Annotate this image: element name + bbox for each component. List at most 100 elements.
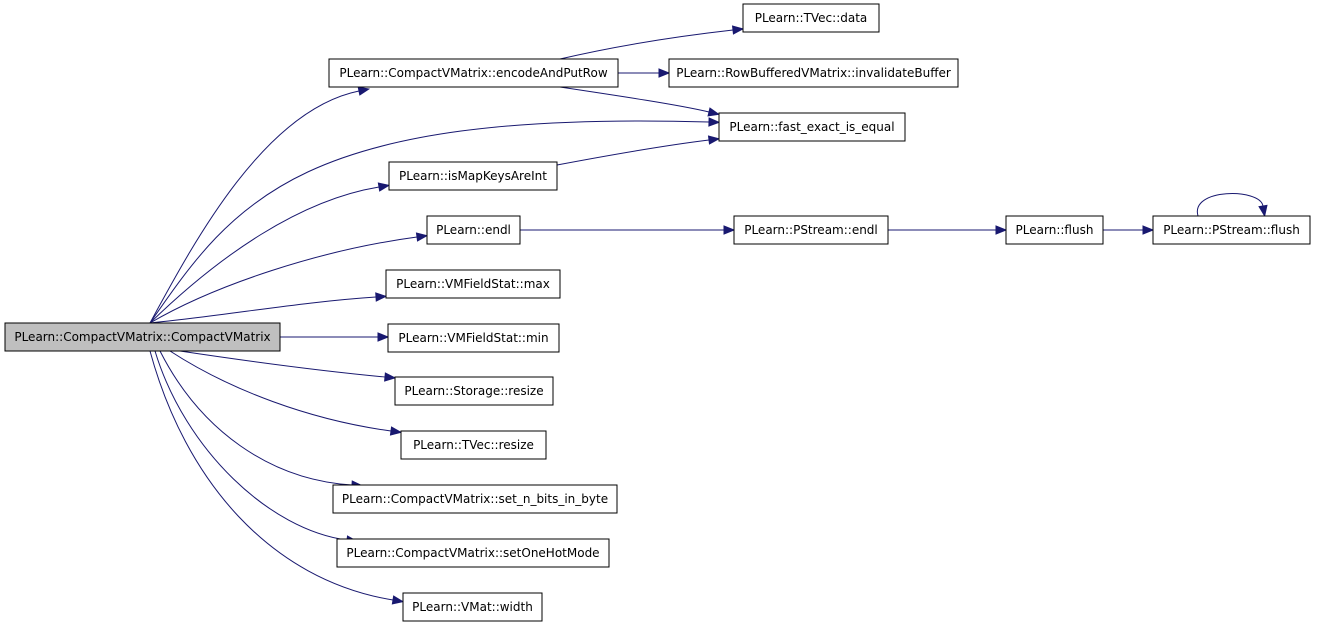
arrowhead-icon xyxy=(1258,204,1268,218)
node-box xyxy=(733,215,889,245)
node-label: PLearn::flush xyxy=(1016,223,1094,237)
node-box xyxy=(400,430,547,460)
edge-root-to-width xyxy=(149,350,405,605)
edge-line xyxy=(556,139,710,166)
edge-root-to-endl xyxy=(149,232,429,324)
arrowhead-icon xyxy=(995,225,1008,235)
edge-root-to-tv_resize xyxy=(169,350,403,436)
arrowhead-icon xyxy=(391,595,405,605)
node-box xyxy=(387,323,560,353)
node-st-resize[interactable]: PLearn::Storage::resize xyxy=(394,376,554,406)
arrowhead-icon xyxy=(708,117,721,127)
edge-line xyxy=(149,350,394,601)
node-encode[interactable]: PLearn::CompactVMatrix::encodeAndPutRow xyxy=(328,58,619,88)
node-label: PLearn::VMFieldStat::min xyxy=(398,331,548,345)
node-invalidate[interactable]: PLearn::RowBufferedVMatrix::invalidateBu… xyxy=(668,58,959,88)
edge-line xyxy=(149,296,377,324)
edge-encode-to-fast_eq xyxy=(559,86,721,117)
edge-root-to-max xyxy=(149,292,388,324)
node-ps-endl[interactable]: PLearn::PStream::endl xyxy=(733,215,889,245)
node-label: PLearn::PStream::endl xyxy=(744,223,878,237)
node-label: PLearn::TVec::resize xyxy=(413,438,534,452)
arrowhead-icon xyxy=(1142,225,1155,235)
node-label: PLearn::PStream::flush xyxy=(1163,223,1300,237)
node-min[interactable]: PLearn::VMFieldStat::min xyxy=(387,323,560,353)
nodes-layer: PLearn::CompactVMatrix::CompactVMatrixPL… xyxy=(4,3,1311,622)
edge-root-to-fast_eq xyxy=(149,117,721,324)
node-box xyxy=(1005,215,1104,245)
node-endl[interactable]: PLearn::endl xyxy=(426,215,521,245)
node-label: PLearn::VMFieldStat::max xyxy=(396,277,550,291)
node-label: PLearn::CompactVMatrix::CompactVMatrix xyxy=(14,330,270,344)
node-label: PLearn::CompactVMatrix::encodeAndPutRow xyxy=(339,66,607,80)
node-setbits[interactable]: PLearn::CompactVMatrix::set_n_bits_in_by… xyxy=(332,484,618,514)
edge-endl-to-ps_endl xyxy=(520,225,736,235)
arrowhead-icon xyxy=(375,292,388,302)
node-label: PLearn::CompactVMatrix::set_n_bits_in_by… xyxy=(342,492,608,506)
arrowhead-icon xyxy=(658,68,671,78)
node-box xyxy=(4,322,281,352)
edge-root-to-min xyxy=(280,332,390,342)
arrowhead-icon xyxy=(415,232,429,242)
node-fast-eq[interactable]: PLearn::fast_exact_is_equal xyxy=(718,112,906,142)
node-box xyxy=(336,538,610,568)
node-box xyxy=(332,484,618,514)
node-label: PLearn::endl xyxy=(436,223,511,237)
arrowhead-icon xyxy=(377,182,391,192)
node-box xyxy=(388,161,558,191)
node-tv-resize[interactable]: PLearn::TVec::resize xyxy=(400,430,547,460)
node-box xyxy=(385,269,561,299)
edge-ismap-to-fast_eq xyxy=(556,135,721,166)
edge-root-to-encode xyxy=(149,86,371,324)
edge-line xyxy=(149,120,710,324)
arrowhead-icon xyxy=(377,332,390,342)
edge-line xyxy=(169,350,392,432)
arrowhead-icon xyxy=(707,107,721,117)
edge-ps_flush-to-ps_flush xyxy=(1197,193,1268,218)
edge-flush-to-ps_flush xyxy=(1103,225,1155,235)
arrowhead-icon xyxy=(707,135,721,145)
edges-layer xyxy=(149,25,1268,605)
node-box xyxy=(742,3,880,33)
node-box xyxy=(426,215,521,245)
node-label: PLearn::Storage::resize xyxy=(404,384,543,398)
arrowhead-icon xyxy=(384,372,397,382)
node-flush[interactable]: PLearn::flush xyxy=(1005,215,1104,245)
node-tvec-data[interactable]: PLearn::TVec::data xyxy=(742,3,880,33)
edge-line xyxy=(149,186,380,324)
node-ismap[interactable]: PLearn::isMapKeysAreInt xyxy=(388,161,558,191)
edge-encode-to-invalidate xyxy=(618,68,671,78)
node-box xyxy=(402,592,543,622)
node-label: PLearn::TVec::data xyxy=(755,11,868,25)
edge-line xyxy=(559,29,734,60)
node-label: PLearn::RowBufferedVMatrix::invalidateBu… xyxy=(676,66,951,80)
node-box xyxy=(668,58,959,88)
arrowhead-icon xyxy=(723,225,736,235)
node-width[interactable]: PLearn::VMat::width xyxy=(402,592,543,622)
node-onehot[interactable]: PLearn::CompactVMatrix::setOneHotMode xyxy=(336,538,610,568)
edge-line xyxy=(154,350,348,541)
node-box xyxy=(394,376,554,406)
edge-line xyxy=(149,236,418,324)
node-label: PLearn::VMat::width xyxy=(412,600,533,614)
node-label: PLearn::isMapKeysAreInt xyxy=(399,169,547,183)
edge-root-to-onehot xyxy=(154,350,359,545)
node-label: PLearn::fast_exact_is_equal xyxy=(729,120,894,134)
edge-encode-to-tvec_data xyxy=(559,25,745,60)
node-label: PLearn::CompactVMatrix::setOneHotMode xyxy=(346,546,599,560)
edge-line xyxy=(179,350,386,378)
node-ps-flush[interactable]: PLearn::PStream::flush xyxy=(1152,215,1311,245)
edge-line xyxy=(149,90,360,324)
arrowhead-icon xyxy=(357,86,371,96)
arrowhead-icon xyxy=(389,426,403,436)
edge-line xyxy=(1197,193,1264,217)
arrowhead-icon xyxy=(731,25,745,35)
edge-root-to-st_resize xyxy=(179,350,397,382)
node-box xyxy=(328,58,619,88)
edge-root-to-ismap xyxy=(149,182,391,324)
node-max[interactable]: PLearn::VMFieldStat::max xyxy=(385,269,561,299)
edge-line xyxy=(159,350,353,486)
node-box xyxy=(718,112,906,142)
edge-ps_endl-to-flush xyxy=(888,225,1008,235)
